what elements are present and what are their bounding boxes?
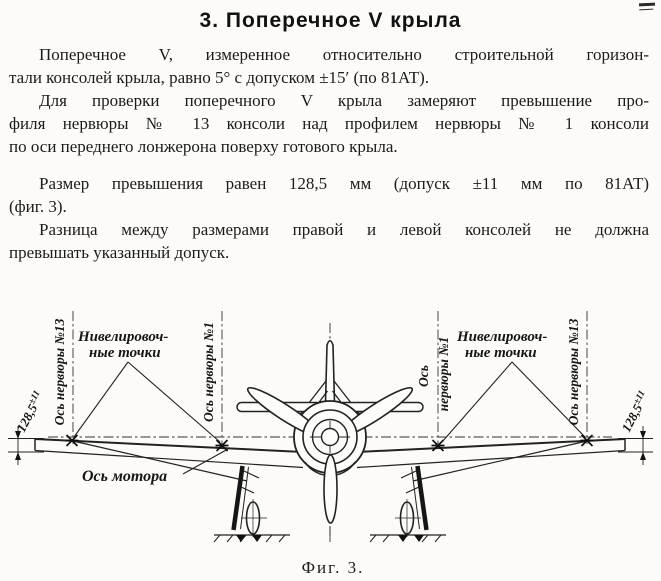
- landing-gear-right: [395, 465, 429, 537]
- svg-text:ные точки: ные точки: [89, 345, 161, 361]
- dimension-right: 128,5±11: [618, 389, 653, 465]
- wing-left: [34, 438, 304, 482]
- figure-caption: Фиг. 3.: [302, 558, 365, 577]
- leveling-leaders-right: [441, 361, 586, 443]
- svg-text:ные точки: ные точки: [465, 345, 537, 361]
- body-text: Поперечное V, измеренное относительно ст…: [9, 43, 649, 264]
- text-line: по оси переднего лонжерона поверху готов…: [9, 137, 398, 156]
- leveling-leaders-left: [73, 361, 221, 443]
- wing-right: [356, 438, 626, 482]
- leveling-label-left: Нивелировоч- ные точки: [77, 329, 168, 361]
- propeller-blade-lower: [323, 454, 338, 524]
- paragraph-4: Разница между размерами правой и левой к…: [9, 218, 649, 264]
- paragraph-1: Поперечное V, измеренное относительно ст…: [9, 43, 649, 89]
- text-line: Поперечное V, измеренное относительно ст…: [39, 45, 649, 64]
- text-line: тали консолей крыла, равно 5° с допуском…: [9, 68, 430, 87]
- rib1-right-label-word2: нервюры №1: [436, 337, 451, 412]
- dimension-left: 128,5±11: [8, 389, 47, 465]
- dimension-right-label: 128,5±11: [618, 389, 652, 434]
- spinner-hub: [320, 427, 340, 447]
- text-line: Разница между размерами правой и левой к…: [39, 220, 649, 239]
- paragraph-3: Размер превышения равен 128,5 мм (допуск…: [9, 172, 649, 218]
- text-line: Для проверки поперечного V крыла замеряю…: [39, 91, 649, 110]
- svg-text:Нивелировоч-: Нивелировоч-: [456, 329, 547, 345]
- text-line: (фиг. 3).: [9, 197, 67, 216]
- ground-hatch-right: [369, 534, 446, 543]
- rib13-left-label: Ось нервюры №13: [52, 318, 67, 425]
- section-title: 3. Поперечное V крыла: [199, 9, 462, 32]
- dimension-left-label: 128,5±11: [13, 389, 47, 434]
- motor-axis-label: Ось мотора: [82, 468, 167, 485]
- text-line: превышать указанный допуск.: [9, 243, 230, 262]
- rib1-right-label-word1: Ось: [416, 365, 431, 387]
- paragraph-2: Для проверки поперечного V крыла замеряю…: [9, 89, 649, 158]
- motor-axis-leader: [182, 448, 229, 475]
- rib13-right-label: Ось нервюры №13: [566, 318, 581, 425]
- ground-hatch-left: [213, 534, 290, 543]
- tail-fin: [324, 339, 336, 404]
- text-line: Размер превышения равен 128,5 мм (допуск…: [39, 174, 649, 193]
- text-line: филя нервюры № 13 консоли над профилем н…: [9, 114, 649, 133]
- fin-fairing: [297, 380, 363, 418]
- landing-gear-left: [231, 465, 267, 537]
- rib1-left-label: Ось нервюры №1: [201, 322, 216, 422]
- svg-text:Нивелировоч-: Нивелировоч-: [77, 329, 168, 345]
- leveling-label-right: Нивелировоч- ные точки: [456, 329, 547, 361]
